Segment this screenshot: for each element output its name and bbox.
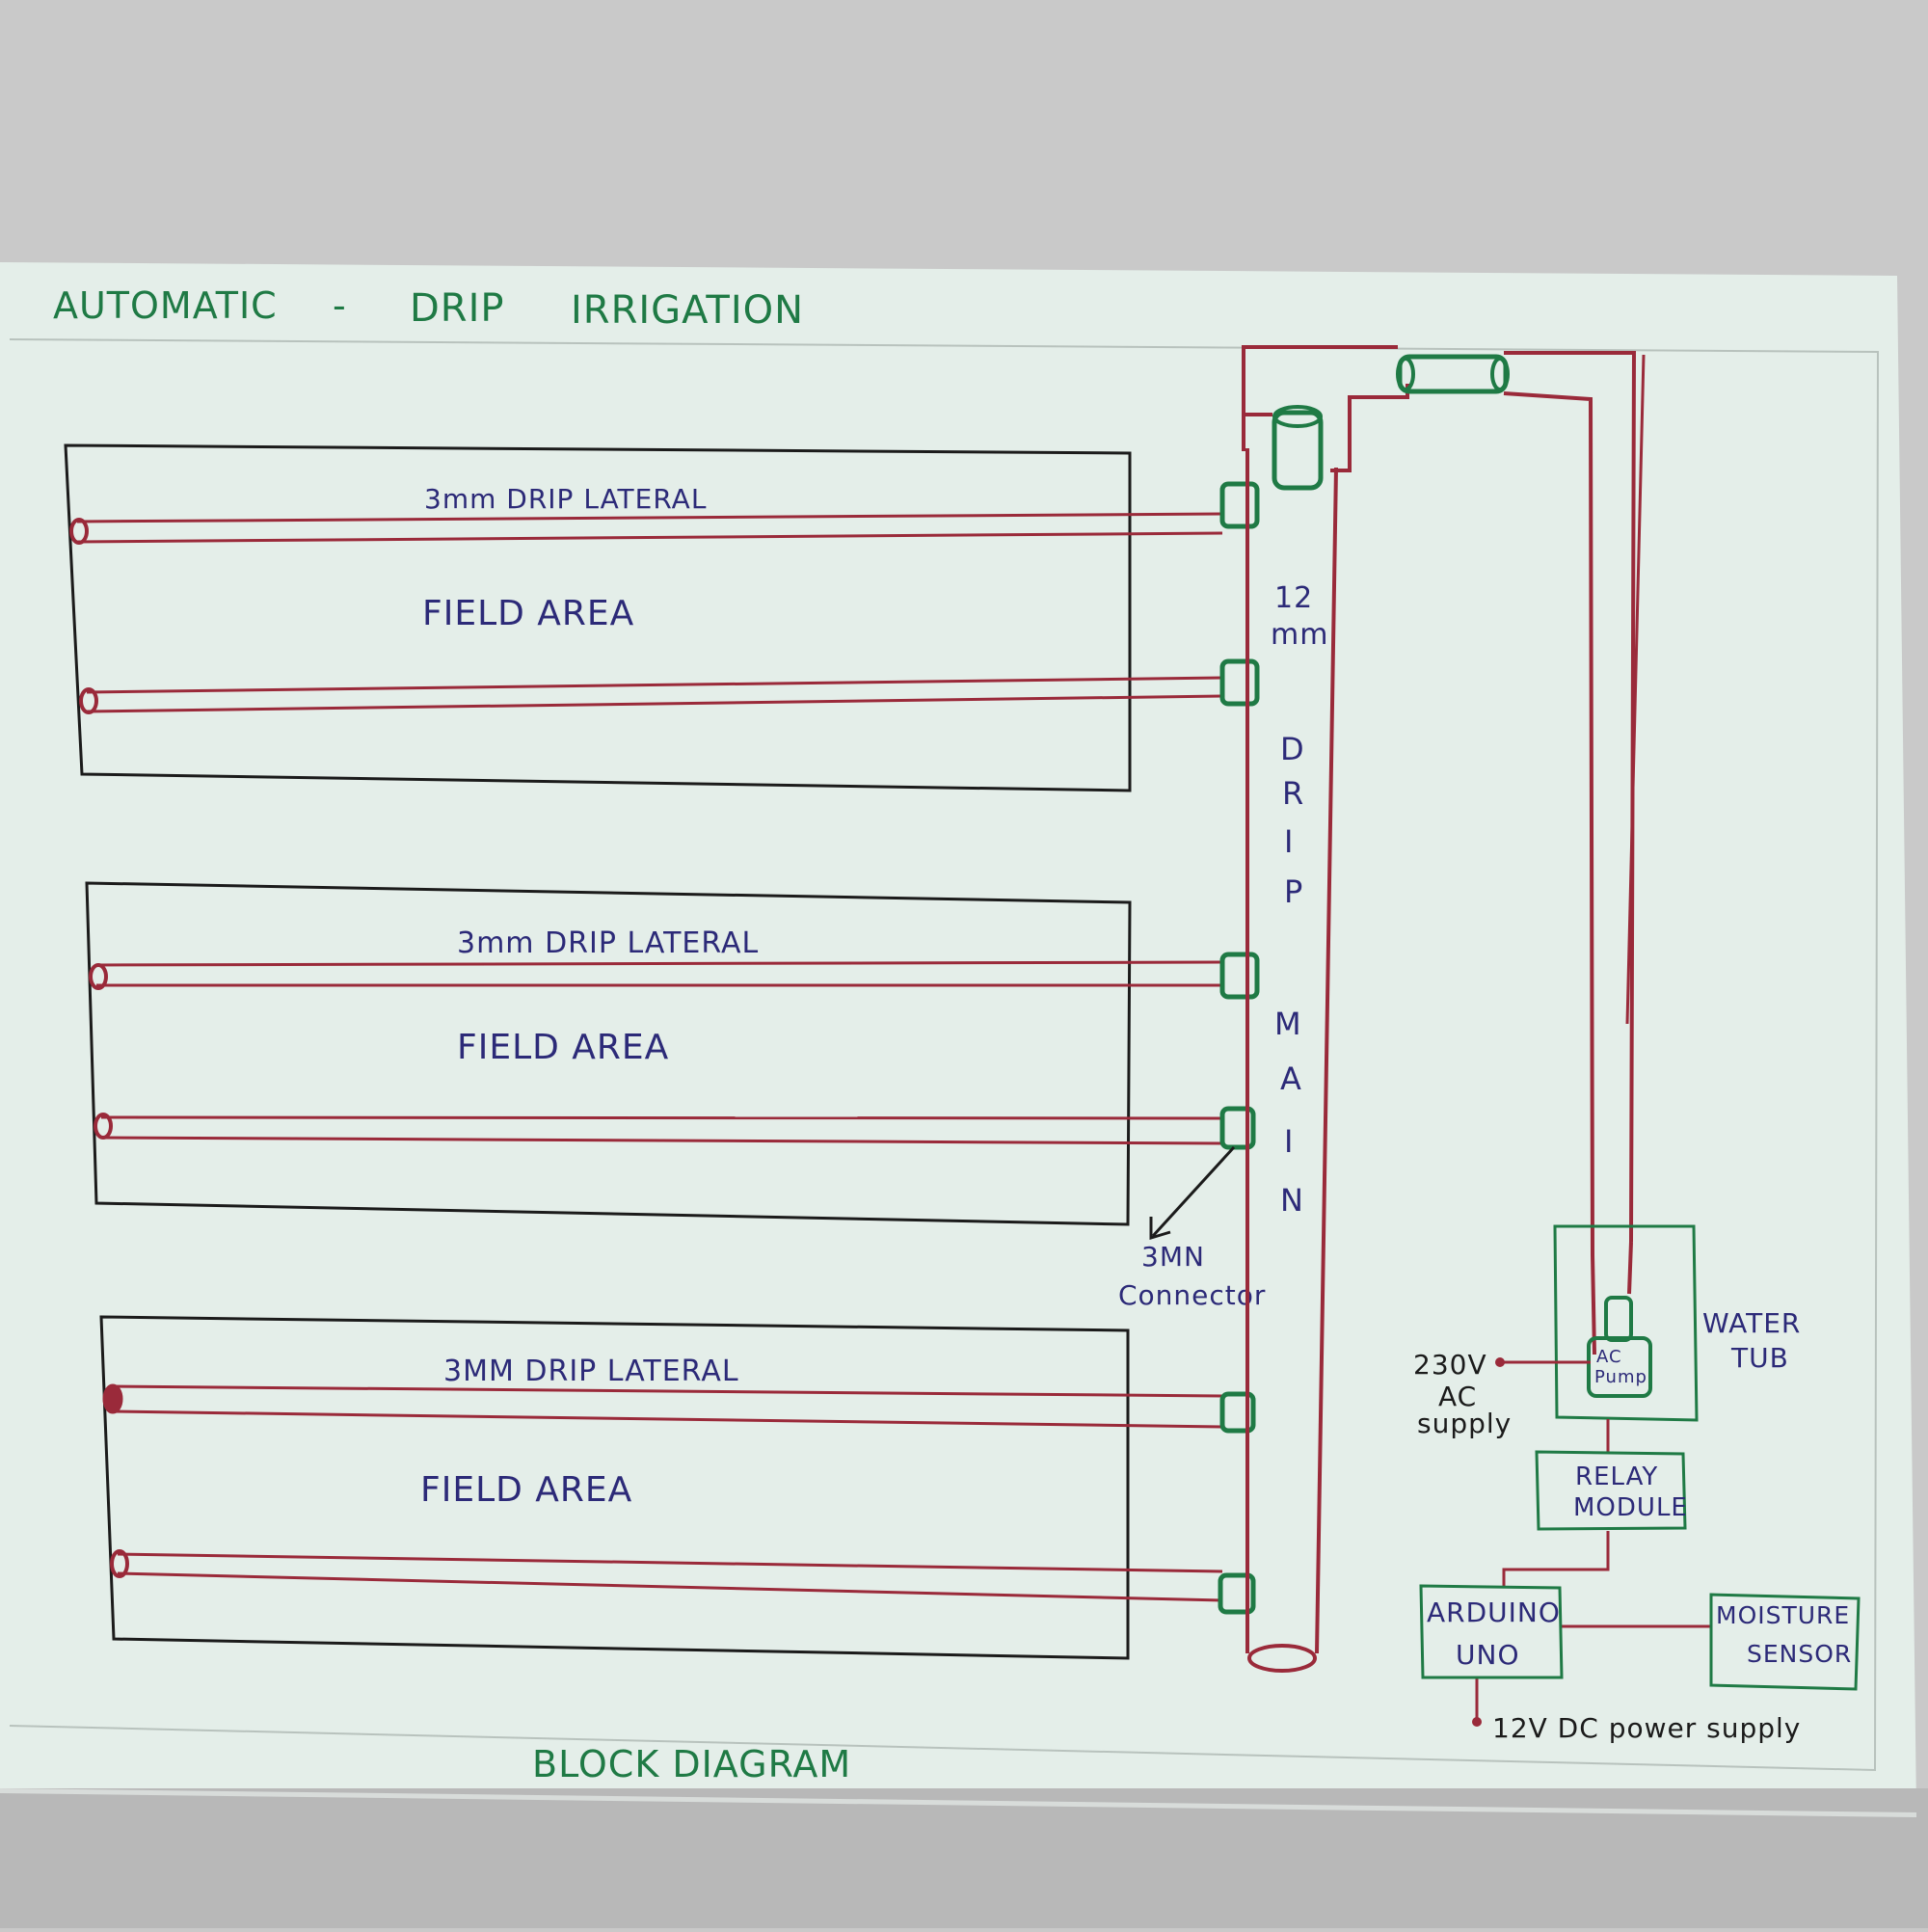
drip-lateral-pipe: [110, 1384, 1223, 1398]
water-tub-label-2: TUB: [1730, 1342, 1789, 1374]
drip-main-pipe: 12 mm D R I P M A I N: [1245, 448, 1338, 1673]
page-border: [9, 338, 1880, 1772]
main-letter: A: [1280, 1060, 1302, 1097]
connector-label-size: 3MN: [1141, 1241, 1205, 1273]
pump-label-2: Pump: [1594, 1367, 1647, 1387]
connector-fitting: [1219, 481, 1260, 529]
field-area-label: FIELD AREA: [422, 594, 634, 633]
connector-fitting: [1219, 952, 1260, 1000]
footer-label: BLOCK DIAGRAM: [532, 1743, 851, 1785]
connector-fitting: [1219, 1391, 1256, 1434]
field-3: 3MM DRIP LATERAL FIELD AREA: [99, 1315, 1256, 1660]
ac-supply: 230V AC supply: [1413, 1349, 1591, 1439]
lateral-label: 3MM DRIP LATERAL: [443, 1355, 739, 1388]
ac-supply-word: supply: [1417, 1408, 1512, 1439]
main-letter: M: [1274, 1006, 1302, 1042]
connector-label-name: Connector: [1118, 1279, 1266, 1311]
water-tub-box: [1553, 1224, 1699, 1422]
connector-fitting: [1218, 1572, 1256, 1615]
main-letter: I: [1284, 823, 1294, 860]
control-wiring: [1472, 1419, 1711, 1727]
field-area-box: [99, 1315, 1130, 1660]
field-area-box: [64, 443, 1132, 792]
drip-lateral-pipe: [76, 512, 1223, 523]
main-letter: N: [1280, 1182, 1304, 1219]
dc-supply-label: 12V DC power supply: [1492, 1712, 1801, 1744]
moisture-sensor: MOISTURE SENSOR: [1709, 1593, 1861, 1691]
connector-fitting: [1219, 658, 1260, 707]
paper-sheet: [0, 262, 1916, 1812]
tee-fitting: [1272, 410, 1324, 491]
drip-lateral-pipe: [86, 676, 1223, 694]
lateral-end-cap: [79, 687, 98, 714]
main-pipe-right-wall: [1315, 467, 1338, 1654]
field-area-label: FIELD AREA: [420, 1470, 632, 1510]
relay-module: RELAY MODULE: [1535, 1450, 1688, 1531]
water-tub-label-1: WATER: [1702, 1307, 1801, 1339]
drip-lateral-pipe: [117, 1552, 1223, 1573]
drip-lateral-pipe: [100, 1115, 1223, 1120]
ac-supply-voltage: 230V: [1413, 1349, 1487, 1381]
connector-fitting: [1219, 1106, 1256, 1150]
field-2: 3mm DRIP LATERAL FIELD AREA: [85, 881, 1260, 1226]
field-1: 3mm DRIP LATERAL FIELD AREA: [64, 443, 1260, 792]
relay-label-1: RELAY: [1575, 1462, 1658, 1491]
main-letter: D: [1280, 731, 1305, 767]
main-pipe-size: 12: [1274, 581, 1313, 615]
drip-lateral-pipe: [95, 960, 1223, 967]
lateral-end-cap: [94, 1113, 113, 1140]
water-tub: WATER TUB: [1553, 1224, 1801, 1422]
arduino-label-2: UNO: [1456, 1639, 1519, 1671]
lateral-end-cap: [102, 1383, 123, 1414]
field-area-label: FIELD AREA: [457, 1028, 669, 1067]
arduino-box: [1419, 1584, 1564, 1679]
sensor-label-1: MOISTURE: [1716, 1601, 1850, 1629]
connector-callout: 3MN Connector: [1118, 1145, 1266, 1311]
relay-label-2: MODULE: [1573, 1493, 1688, 1522]
pump-outlet: [1604, 1296, 1633, 1342]
main-pipe-unit: mm: [1271, 618, 1328, 652]
relay-box: [1535, 1450, 1687, 1531]
supply-pipe: [1242, 345, 1646, 1355]
arduino-uno: ARDUINO UNO: [1419, 1584, 1564, 1679]
title-automatic: AUTOMATIC: [53, 284, 278, 327]
lateral-label: 3mm DRIP LATERAL: [457, 926, 759, 960]
pump-label-1: AC: [1596, 1347, 1622, 1367]
lateral-end-cap: [69, 518, 89, 545]
main-letter: I: [1284, 1123, 1294, 1160]
title-dash: -: [333, 284, 347, 327]
main-letter: P: [1284, 873, 1303, 910]
main-pipe-end: [1247, 1644, 1317, 1673]
ac-supply-type: AC: [1438, 1381, 1477, 1412]
sensor-label-2: SENSOR: [1747, 1640, 1852, 1668]
sensor-box: [1709, 1593, 1861, 1691]
field-area-box: [85, 881, 1132, 1226]
arduino-label-1: ARDUINO: [1427, 1597, 1561, 1628]
lateral-label: 3mm DRIP LATERAL: [424, 483, 707, 515]
callout-arrow: [1151, 1145, 1236, 1238]
main-letter: R: [1282, 775, 1304, 812]
lateral-end-cap: [89, 963, 108, 990]
title-irrigation: IRRIGATION: [571, 288, 804, 333]
diagram-title: AUTOMATIC - DRIP IRRIGATION: [53, 284, 804, 333]
ac-pump: AC Pump: [1587, 1296, 1652, 1398]
title-drip: DRIP: [410, 286, 505, 331]
lateral-end-cap: [110, 1549, 129, 1578]
